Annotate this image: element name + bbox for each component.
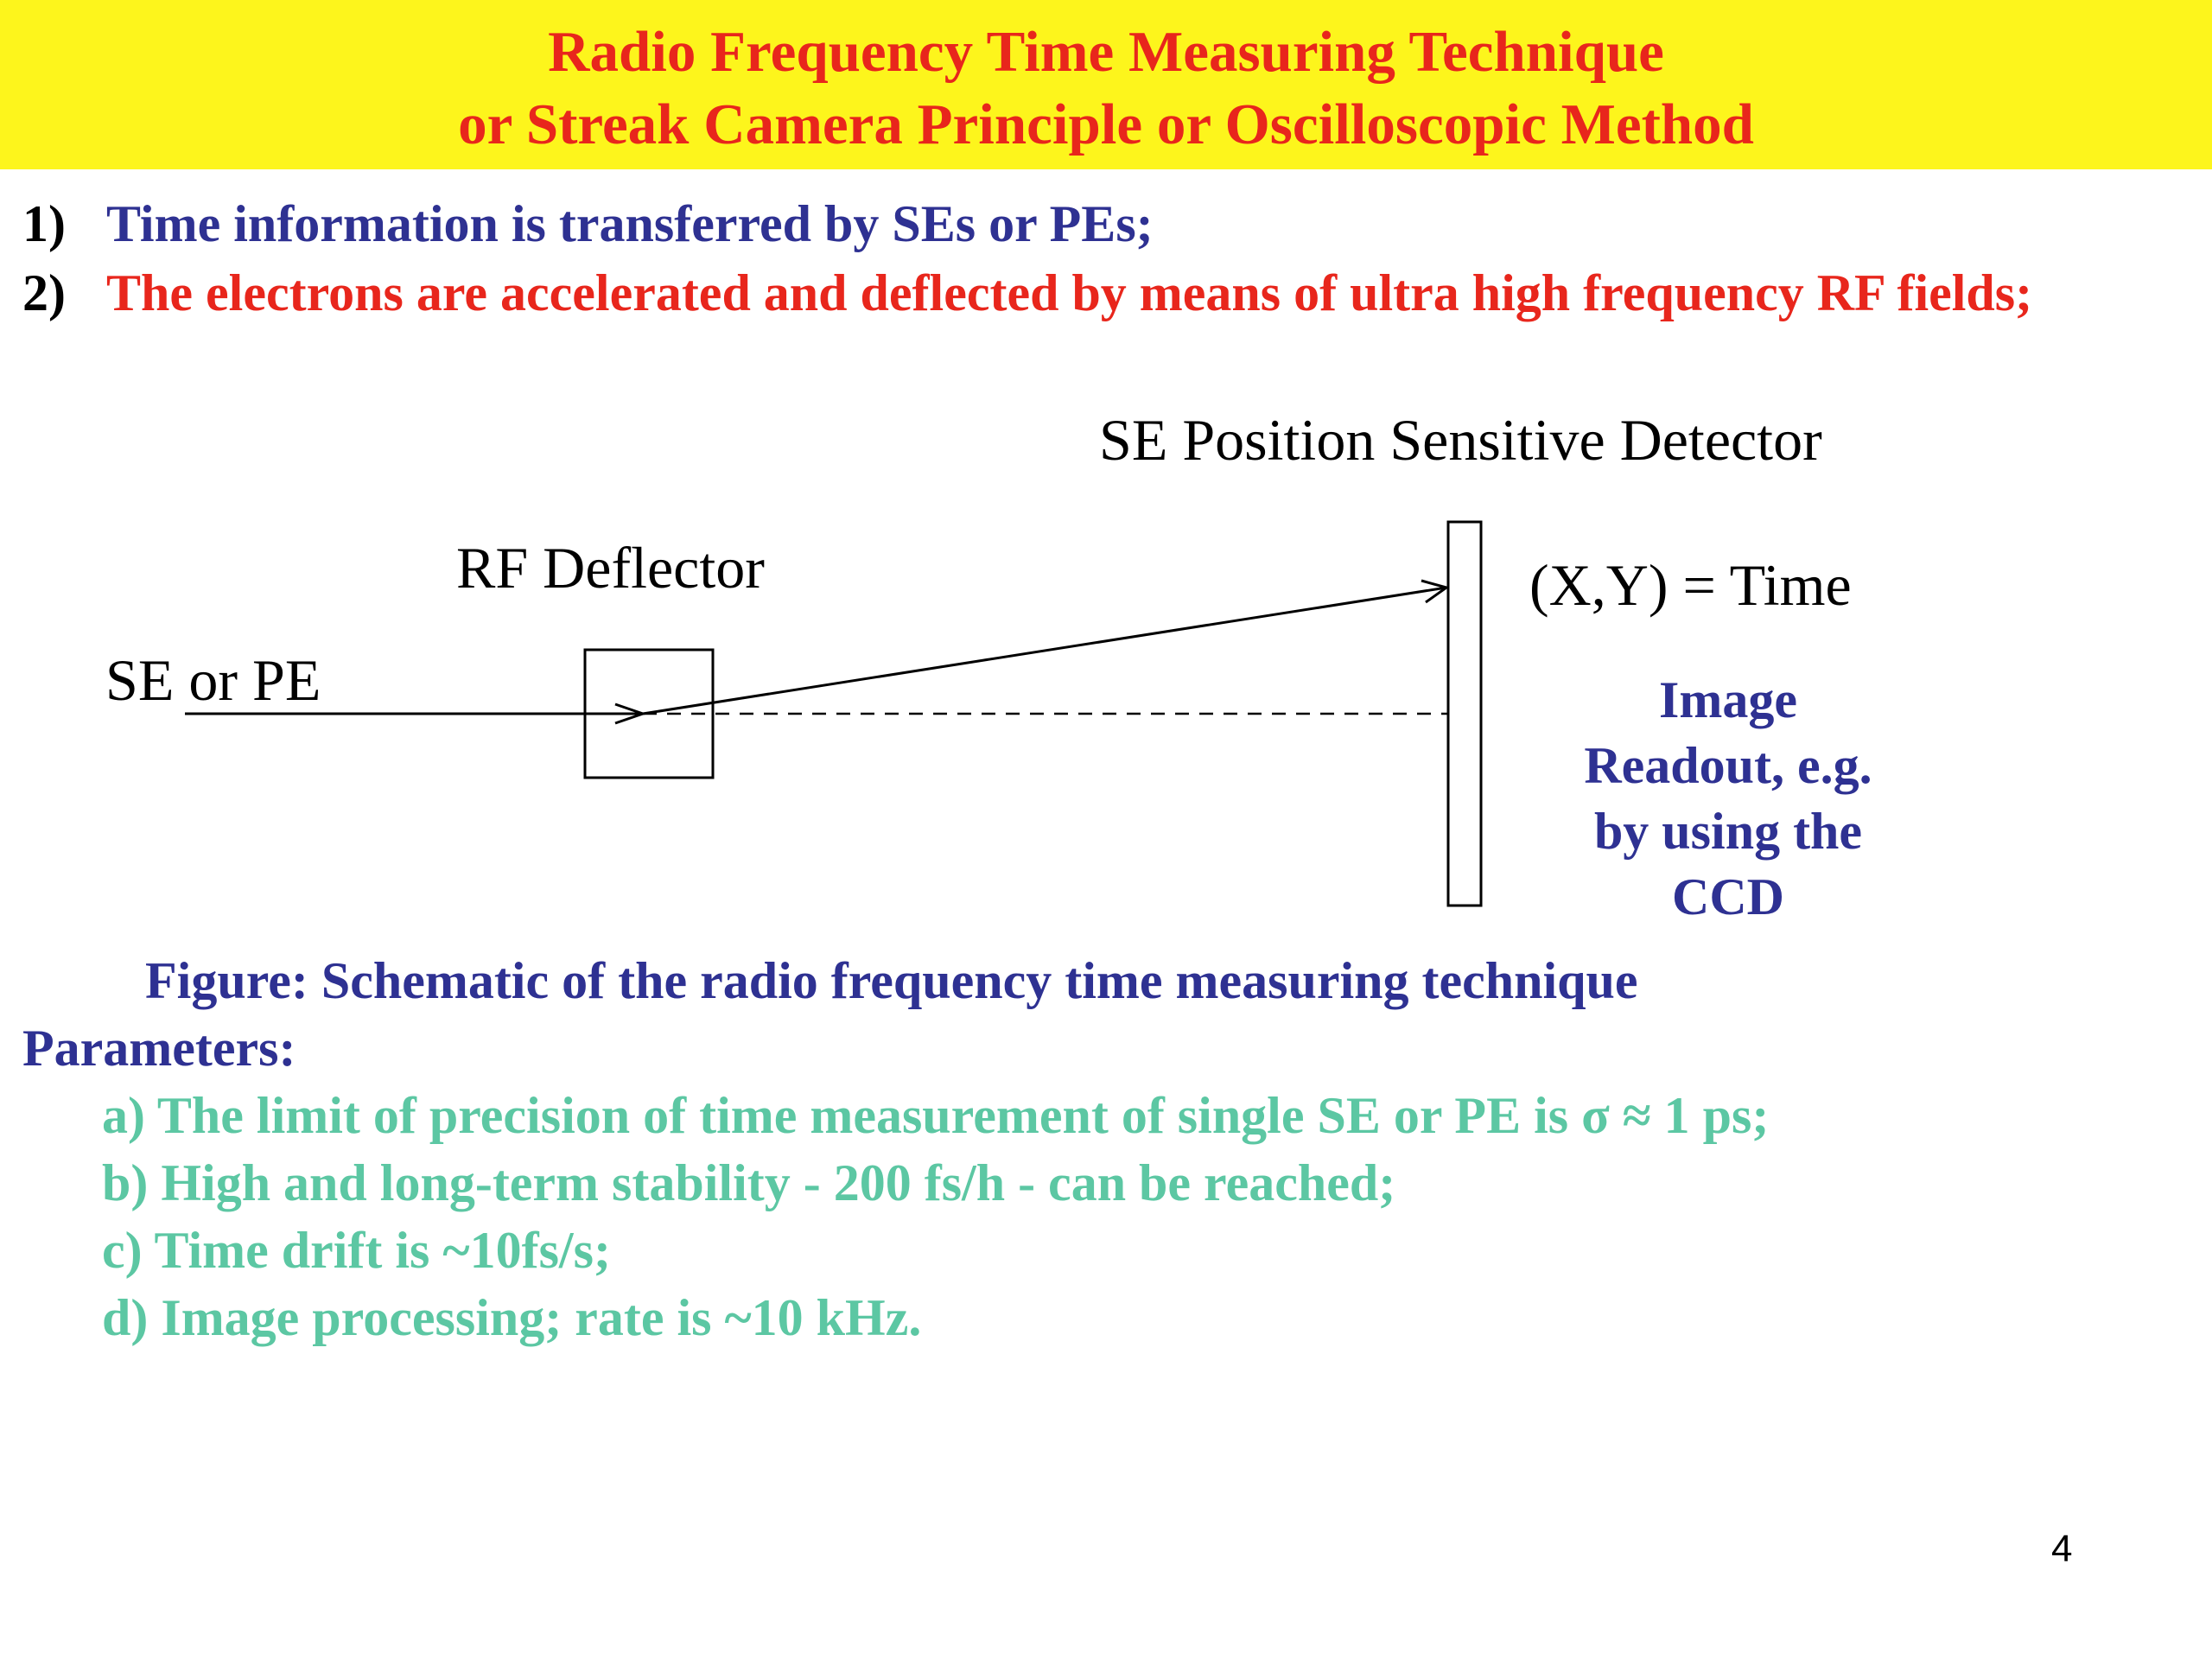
parameters-heading: Parameters:: [22, 1020, 296, 1077]
parameter-item-a: a) The limit of precision of time measur…: [102, 1087, 1770, 1144]
statement-2-number: 2): [22, 264, 66, 321]
parameter-item-c: c) Time drift is ~10fs/s;: [102, 1222, 611, 1279]
deflected-path-arrowhead: [1421, 579, 1450, 604]
statement-1-number: 1): [22, 195, 66, 252]
slide-title-line-1: Radio Frequency Time Measuring Technique: [548, 20, 1664, 84]
parameter-item-b: b) High and long-term stability - 200 fs…: [102, 1154, 1396, 1211]
readout-line-2: Readout, e.g.: [1584, 737, 1872, 794]
readout-line-1: Image: [1659, 671, 1797, 728]
statement-2-text: The electrons are accelerated and deflec…: [106, 264, 2033, 321]
page-number: 4: [2051, 1528, 2073, 1570]
rf-deflector-box: [583, 648, 715, 779]
title-bar: Radio Frequency Time Measuring Technique…: [0, 0, 2212, 169]
rf-deflector-label: RF Deflector: [456, 535, 765, 601]
figure-caption: Figure: Schematic of the radio frequency…: [145, 952, 1638, 1009]
readout-line-4: CCD: [1672, 868, 1784, 925]
position-sensitive-detector: [1446, 520, 1483, 907]
image-readout-note: Image Readout, e.g. by using the CCD: [1521, 667, 1936, 930]
deflected-path-line: [642, 586, 1447, 715]
detector-label: SE Position Sensitive Detector: [1099, 407, 1822, 473]
statement-1-text: Time information is transferred by SEs o…: [106, 195, 1154, 252]
parameter-item-d: d) Image processing; rate is ~10 kHz.: [102, 1289, 922, 1346]
position-time-equation: (X,Y) = Time: [1529, 552, 1852, 618]
slide-title-line-2: or Streak Camera Principle or Oscillosco…: [458, 92, 1754, 156]
readout-line-3: by using the: [1593, 803, 1863, 860]
source-label: SE or PE: [105, 647, 321, 713]
